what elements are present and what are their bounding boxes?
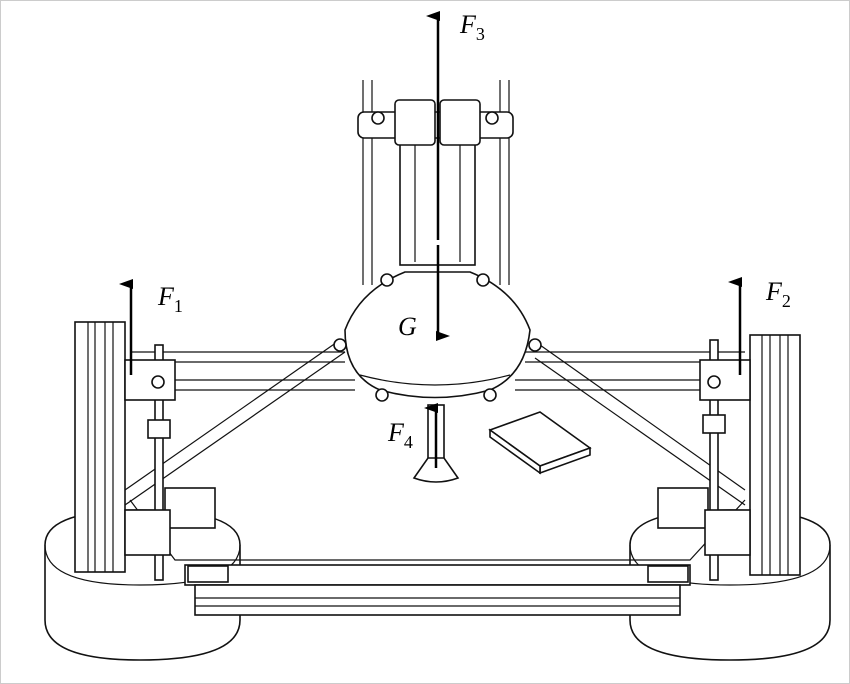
label-g: G (398, 312, 417, 341)
label-f4: F4 (387, 418, 413, 452)
label-f1: F1 (157, 282, 183, 316)
label-f2: F2 (765, 277, 791, 311)
workpiece-box (488, 411, 592, 475)
right-column (657, 334, 801, 581)
label-f3: F3 (459, 10, 485, 44)
central-column (357, 80, 514, 285)
left-column (74, 321, 216, 581)
bottom-rail (184, 564, 691, 616)
